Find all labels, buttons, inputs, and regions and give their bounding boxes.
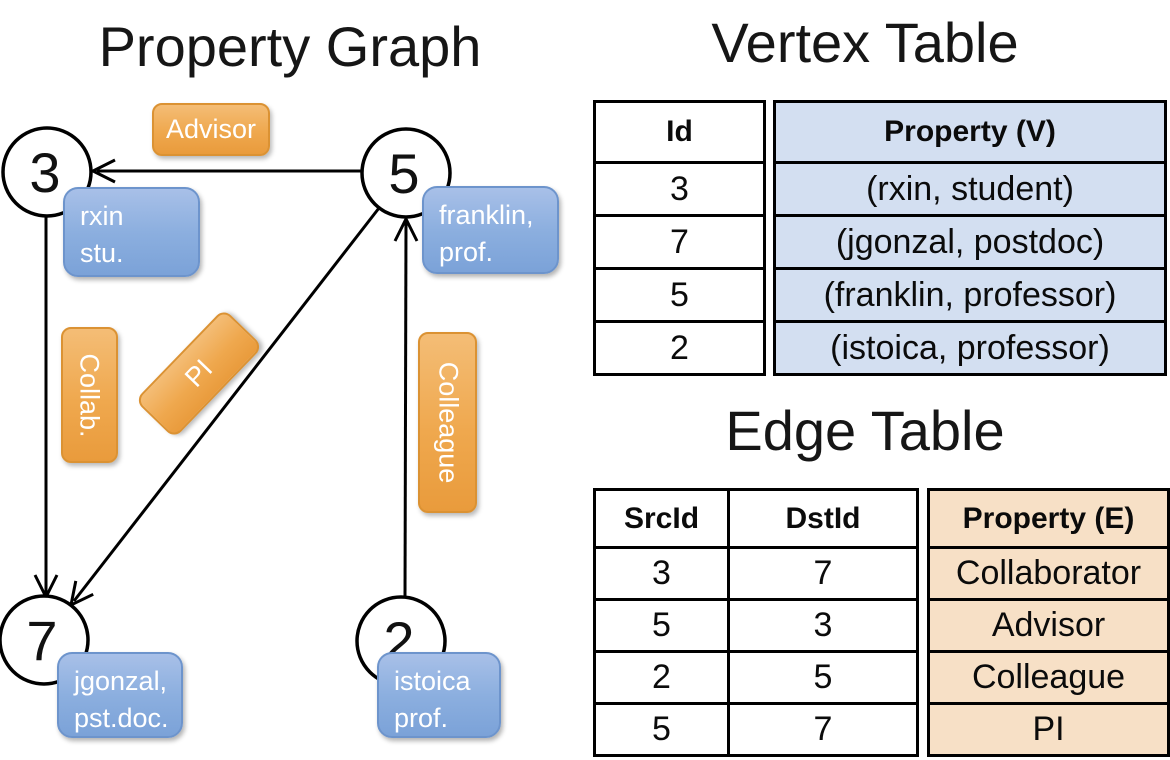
id-cell: 5 [593, 267, 766, 323]
id-cell: 3 [593, 161, 766, 217]
table-row: 2 [593, 320, 766, 376]
table-row: 5 [593, 267, 766, 323]
vertex-card-rxin: rxin stu. [63, 187, 200, 277]
dst-cell: 7 [727, 546, 919, 601]
header-dstid: DstId [727, 488, 919, 549]
property-cell: PI [927, 702, 1170, 757]
node-7-label: 7 [26, 609, 57, 672]
property-cell: Colleague [927, 650, 1170, 705]
id-cell: 7 [593, 214, 766, 270]
vertex-card-line: rxin [80, 201, 124, 231]
edge-label-colleague: Colleague [418, 332, 477, 513]
dst-cell: 5 [727, 650, 919, 705]
vertex-card-line: pst.doc. [74, 703, 169, 733]
dst-cell: 7 [727, 702, 919, 757]
vertex-table: Id 3 7 5 2 Property (V) (rxin, student) … [593, 100, 1167, 376]
vertex-card-line: istoica [394, 666, 471, 696]
table-row: 3 7 [593, 546, 919, 601]
property-cell: Advisor [927, 598, 1170, 653]
table-row: (franklin, professor) [773, 267, 1167, 323]
property-cell: (jgonzal, postdoc) [773, 214, 1167, 270]
vertex-card-jgonzal: jgonzal, pst.doc. [57, 652, 183, 738]
table-row: (rxin, student) [773, 161, 1167, 217]
table-header-row: SrcId DstId [593, 488, 919, 549]
edge-table-property-column: Property (E) Collaborator Advisor Collea… [927, 488, 1170, 757]
edge-label-text: Advisor [165, 114, 257, 144]
dst-cell: 3 [727, 598, 919, 653]
src-cell: 5 [593, 598, 730, 653]
table-row: 2 5 [593, 650, 919, 705]
table-header-row: Property (E) [927, 488, 1170, 549]
property-cell: Collaborator [927, 546, 1170, 601]
table-row: (jgonzal, postdoc) [773, 214, 1167, 270]
id-cell: 2 [593, 320, 766, 376]
property-cell: (franklin, professor) [773, 267, 1167, 323]
edge-table-id-columns: SrcId DstId 3 7 5 3 2 5 5 7 [593, 488, 919, 757]
vertex-card-line: stu. [80, 238, 124, 268]
vertex-table-property-column: Property (V) (rxin, student) (jgonzal, p… [773, 100, 1167, 376]
property-graph-title: Property Graph [98, 15, 482, 78]
table-row: 3 [593, 161, 766, 217]
table-row: PI [927, 702, 1170, 757]
src-cell: 3 [593, 546, 730, 601]
src-cell: 2 [593, 650, 730, 705]
edge-line-pi [72, 207, 381, 602]
vertex-card-franklin: franklin, prof. [422, 186, 559, 274]
vertex-table-title: Vertex Table [711, 11, 1019, 74]
table-row: Colleague [927, 650, 1170, 705]
edge-label-advisor: Advisor [152, 103, 270, 156]
header-property-e: Property (E) [927, 488, 1170, 549]
edge-line-colleague [403, 221, 408, 599]
edge-table-title: Edge Table [725, 399, 1005, 462]
header-srcid: SrcId [593, 488, 730, 549]
table-row: 7 [593, 214, 766, 270]
vertex-card-line: franklin, [439, 200, 534, 230]
vertex-card-line: prof. [439, 237, 494, 267]
property-cell: (istoica, professor) [773, 320, 1167, 376]
table-row: (istoica, professor) [773, 320, 1167, 376]
table-row: 5 3 [593, 598, 919, 653]
node-3-label: 3 [29, 141, 60, 204]
node-5-label: 5 [388, 142, 419, 205]
arrowhead-advisor [89, 158, 116, 184]
edge-label-text: PI [178, 353, 219, 393]
property-cell: (rxin, student) [773, 161, 1167, 217]
table-header-row: Id [593, 100, 766, 164]
table-row: Collaborator [927, 546, 1170, 601]
edge-label-collab: Collab. [61, 327, 118, 463]
vertex-card-line: prof. [394, 703, 449, 733]
arrowhead-colleague [393, 215, 419, 242]
vertex-card-line: jgonzal, [74, 666, 168, 696]
src-cell: 5 [593, 702, 730, 757]
header-property-v: Property (V) [773, 100, 1167, 164]
edge-label-text: Collab. [75, 352, 106, 438]
edge-table: SrcId DstId 3 7 5 3 2 5 5 7 Property (E) [593, 488, 1170, 757]
vertex-table-id-column: Id 3 7 5 2 [593, 100, 766, 376]
table-row: Advisor [927, 598, 1170, 653]
header-id: Id [593, 100, 766, 164]
table-row: 5 7 [593, 702, 919, 757]
vertex-card-istoica: istoica prof. [377, 652, 501, 738]
edge-label-text: Colleague [433, 361, 463, 484]
table-header-row: Property (V) [773, 100, 1167, 164]
